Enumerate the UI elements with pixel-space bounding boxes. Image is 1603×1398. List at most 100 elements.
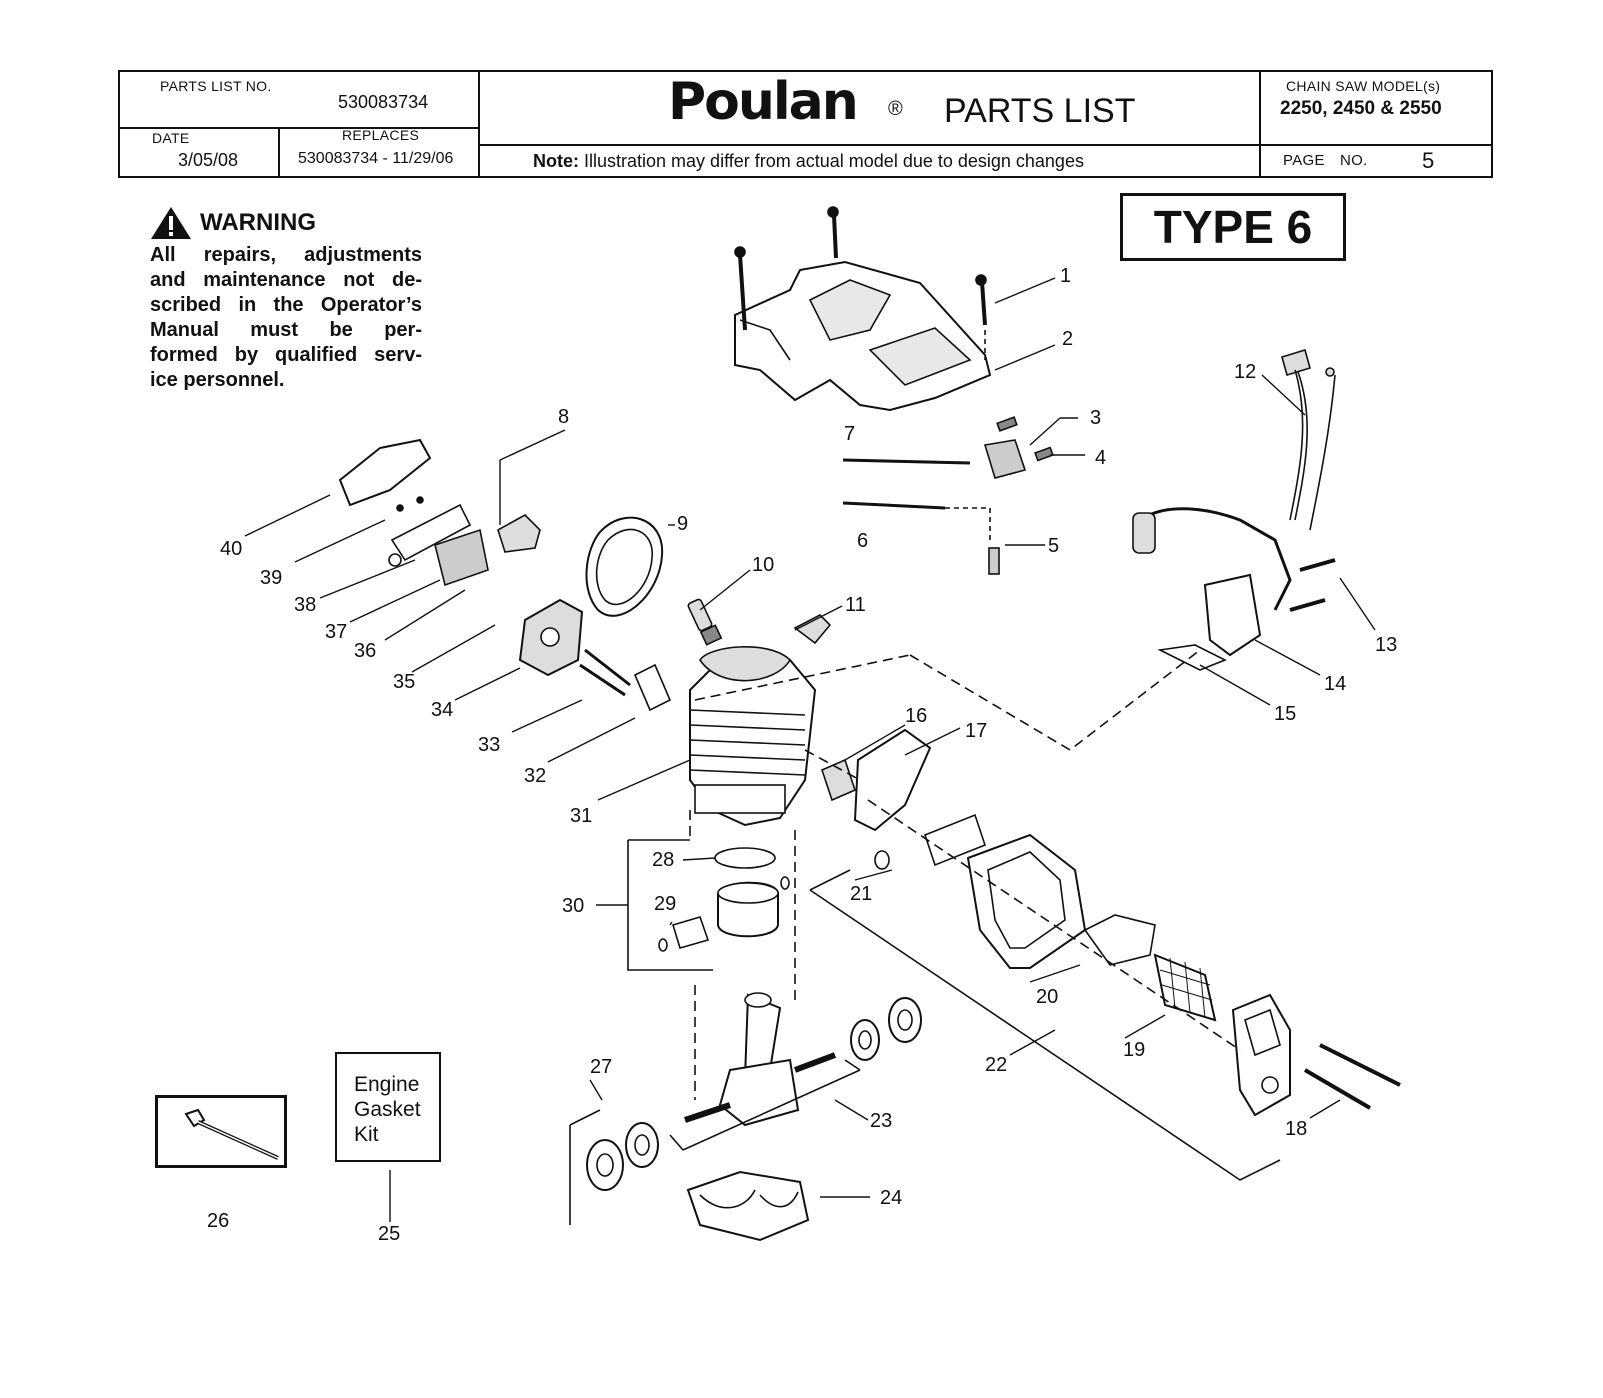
warning-text: All repairs, adjustments and maintenance… [150, 243, 422, 393]
callout-23: 23 [870, 1110, 892, 1132]
callout-3: 3 [1090, 407, 1101, 429]
muffler-screen [1153, 953, 1217, 1022]
callout-numbers: 1 2 3 4 5 6 7 8 9 10 11 12 13 14 15 16 1… [207, 265, 1397, 1245]
air-filter [338, 438, 432, 507]
type-label: TYPE 6 [1120, 193, 1346, 261]
callout-24: 24 [880, 1187, 902, 1209]
registered-mark: ® [888, 98, 903, 120]
callout-19: 19 [1123, 1039, 1145, 1061]
header-divider [120, 127, 478, 129]
callout-4: 4 [1095, 447, 1106, 469]
warning-line: formed by qualified serv- [150, 344, 422, 366]
leader-lines [244, 277, 1376, 1222]
intake-adaptor [518, 598, 584, 677]
decompression-valve-parts [842, 416, 1054, 575]
warning-line: Manual must be per- [150, 319, 422, 341]
callout-18: 18 [1285, 1118, 1307, 1140]
replaces-value: 530083734 - 11/29/06 [298, 150, 454, 167]
warning-line: scribed in the Operator’s [150, 294, 422, 316]
warning-line: All repairs, adjustments [150, 244, 422, 266]
header-table: PARTS LIST NO. 530083734 DATE 3/05/08 RE… [118, 70, 1493, 178]
warning-line: ice personnel. [150, 369, 285, 391]
cylinder-bolts [579, 648, 631, 697]
group-brackets [569, 869, 1281, 1225]
spark-plug-cap [793, 614, 832, 645]
bushing [821, 758, 856, 802]
crankshaft [684, 992, 837, 1127]
callout-13: 13 [1375, 634, 1397, 656]
warning-heading: WARNING [150, 206, 316, 240]
note-text: Illustration may differ from actual mode… [584, 151, 1084, 171]
carburetor [388, 496, 489, 587]
callout-9: 9 [677, 513, 688, 535]
callout-10: 10 [752, 554, 774, 576]
kit-line: Gasket [354, 1098, 421, 1121]
callout-1: 1 [1060, 265, 1071, 287]
callout-40: 40 [220, 538, 242, 560]
warning-triangle-icon [151, 207, 191, 239]
callout-20: 20 [1036, 986, 1058, 1008]
callout-11: 11 [845, 594, 866, 616]
ignition-module [1132, 507, 1336, 671]
callout-30: 30 [562, 895, 584, 917]
callout-6: 6 [857, 530, 868, 552]
callout-2: 2 [1062, 328, 1073, 350]
callout-34: 34 [431, 699, 453, 721]
callout-37: 37 [325, 621, 347, 643]
page-label: PAGE [1283, 152, 1325, 169]
warning-line: and maintenance not de- [150, 269, 422, 291]
kit-line: Engine [354, 1073, 420, 1096]
header-divider [1259, 72, 1261, 176]
callout-38: 38 [294, 594, 316, 616]
intake-gasket [633, 663, 672, 712]
callout-15: 15 [1274, 703, 1296, 725]
callout-31: 31 [570, 805, 592, 827]
callout-7: 7 [844, 423, 855, 445]
callout-29: 29 [654, 893, 676, 915]
intake-boot [497, 514, 541, 553]
cylinder [689, 646, 817, 827]
callout-8: 8 [558, 406, 569, 428]
callout-25: 25 [378, 1223, 400, 1245]
callout-33: 33 [478, 734, 500, 756]
air-box-ring [585, 516, 664, 617]
replaces-label: REPLACES [342, 127, 420, 143]
muffler [966, 833, 1087, 969]
page-title: PARTS LIST [944, 92, 1136, 130]
callout-5: 5 [1048, 535, 1059, 557]
bearings [586, 997, 922, 1191]
muffler-cover [1231, 993, 1401, 1117]
callout-21: 21 [850, 883, 872, 905]
tool-box [155, 1095, 287, 1168]
callout-17: 17 [965, 720, 987, 742]
crankcase-half [686, 1170, 810, 1242]
parts-list-no: 530083734 [338, 92, 429, 112]
page-number: 5 [1422, 148, 1435, 173]
callout-36: 36 [354, 640, 376, 662]
callout-39: 39 [260, 567, 282, 589]
brand-logo: Poulan [668, 72, 859, 132]
callout-14: 14 [1324, 673, 1346, 695]
engine-gasket-kit-box: Engine Gasket Kit [335, 1052, 441, 1162]
scrench-tool-icon [184, 1108, 279, 1160]
alignment-lines [689, 649, 1241, 1100]
callout-12: 12 [1234, 361, 1256, 383]
callout-26: 26 [207, 1210, 229, 1232]
header-divider [278, 127, 280, 176]
model-numbers: 2250, 2450 & 2550 [1280, 98, 1442, 119]
spark-deflector [1083, 914, 1156, 966]
cover-screws [734, 206, 987, 360]
group-bracket [627, 839, 713, 971]
top-cover [734, 260, 992, 412]
model-label: CHAIN SAW MODEL(s) [1286, 78, 1441, 94]
date-label: DATE [152, 130, 190, 146]
callout-16: 16 [905, 705, 927, 727]
note-label: Note: [533, 151, 579, 171]
spark-plug [687, 598, 723, 646]
callout-35: 35 [393, 671, 415, 693]
parts-list-no-label: PARTS LIST NO. [160, 78, 272, 94]
callout-22: 22 [985, 1054, 1007, 1076]
note: Note: Illustration may differ from actua… [533, 151, 1084, 172]
callout-32: 32 [524, 765, 546, 787]
